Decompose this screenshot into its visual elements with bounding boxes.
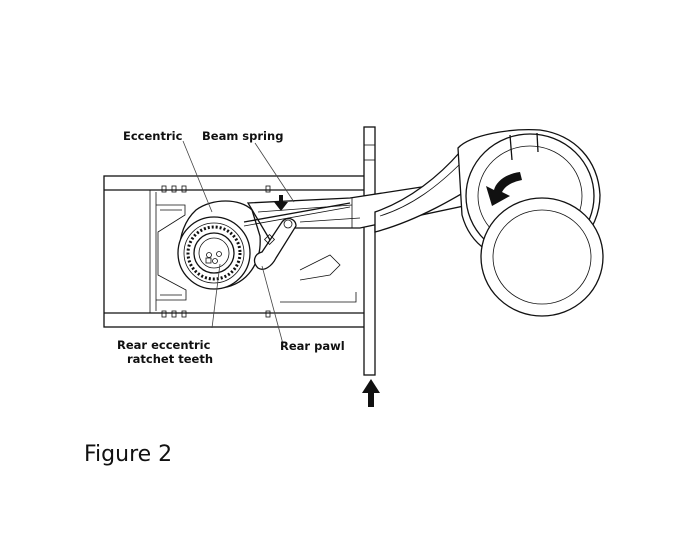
eccentric-assembly <box>177 200 261 290</box>
lower-drum <box>480 197 604 317</box>
rotation-arrow-icon <box>486 172 522 206</box>
label-rear-pawl: Rear pawl <box>280 339 345 353</box>
label-rear-eccentric-line1: Rear eccentric <box>117 338 211 352</box>
label-beam-spring: Beam spring <box>202 129 283 143</box>
rear-pawl <box>253 217 297 270</box>
label-eccentric: Eccentric <box>123 129 183 143</box>
label-rear-eccentric-line2: ratchet teeth <box>127 352 213 366</box>
vertical-plate <box>363 126 376 376</box>
leader-lines <box>182 140 295 345</box>
beam-spring <box>243 202 351 227</box>
up-arrow-icon <box>362 379 380 407</box>
figure-caption: Figure 2 <box>84 442 172 467</box>
down-arrow-icon <box>274 195 288 211</box>
ratchet-teeth <box>186 225 242 281</box>
